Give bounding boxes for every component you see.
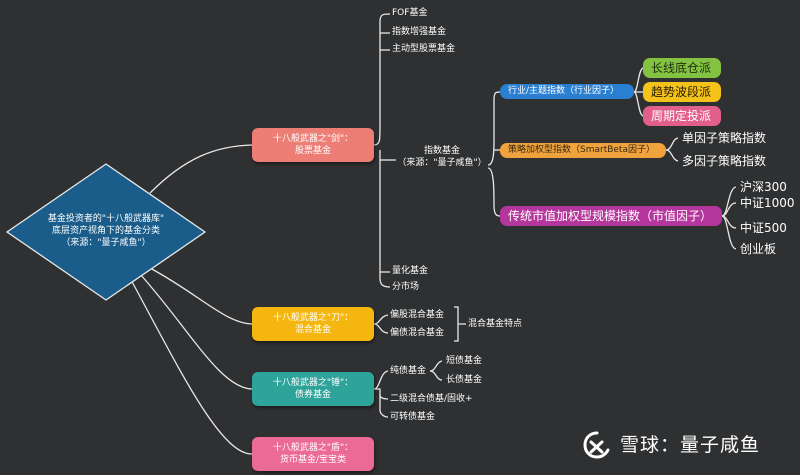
node-pure-bond-fund[interactable]: 纯债基金 (390, 366, 427, 376)
branch-label-line: 混合基金 (294, 325, 331, 335)
node-label-line: 指数基金 (423, 146, 460, 156)
node-bond-mixed-fund[interactable]: 偏债混合基金 (390, 328, 445, 338)
node-cap-weighted-index[interactable]: 传统市值加权型规模指数（市值因子） (500, 206, 722, 226)
node-label-line: （来源："量子咸鱼"） (397, 158, 487, 168)
root-label-line: 底层资产视角下的基金分类 (51, 226, 160, 236)
branch-label-line: 十八般武器之"剑"： (272, 134, 354, 144)
node-single-factor-index[interactable]: 单因子策略指数 (682, 131, 767, 145)
branch-shield-money-fund[interactable]: 十八般武器之"盾"： 货币基金/宝宝类 (252, 437, 374, 471)
node-active-stock-fund[interactable]: 主动型股票基金 (392, 44, 456, 54)
node-secondary-bond-fund[interactable]: 二级混合债基/固收+ (390, 394, 473, 404)
node-convertible-bond-fund[interactable]: 可转债基金 (390, 412, 436, 422)
node-chinext[interactable]: 创业板 (740, 242, 777, 256)
node-fof-fund[interactable]: FOF基金 (392, 8, 428, 18)
branch-label-line: 十八般武器之"刀"： (272, 313, 354, 323)
branch-hammer-bond-fund[interactable]: 十八般武器之"锤"： 债券基金 (252, 372, 374, 406)
link-sword-spine (373, 13, 391, 146)
link-root-knife (149, 267, 253, 325)
node-multi-factor-index[interactable]: 多因子策略指数 (682, 154, 767, 168)
root-label-line: 基金投资者的"十八般武器库" (47, 214, 165, 224)
link-knife-note (454, 306, 466, 342)
link-index-spine (487, 91, 501, 166)
branch-label-line: 十八般武器之"锤"： (272, 378, 354, 388)
node-equity-mixed-fund[interactable]: 偏股混合基金 (390, 310, 445, 320)
node-short-bond-fund[interactable]: 短债基金 (446, 356, 483, 366)
branch-knife-mixed-fund[interactable]: 十八般武器之"刀"： 混合基金 (252, 307, 374, 341)
watermark-text: 雪球：量子咸鱼 (620, 434, 761, 456)
link-root-sword (149, 144, 253, 194)
branch-label-line: 货币基金/宝宝类 (279, 455, 347, 465)
node-trend-swing[interactable]: 趋势波段派 (643, 82, 721, 102)
node-mixed-fund-features[interactable]: 混合基金特点 (468, 319, 523, 329)
node-index-fund[interactable]: 指数基金 （来源："量子咸鱼"） (396, 145, 488, 169)
node-csi500[interactable]: 中证500 (740, 221, 787, 235)
link-root-hammer (139, 273, 253, 390)
branch-label-line: 十八般武器之"盾"： (272, 443, 354, 453)
branch-label-line: 股票基金 (294, 146, 331, 156)
branch-label-line: 债券基金 (294, 390, 331, 400)
root-node[interactable]: 基金投资者的"十八般武器库" 底层资产视角下的基金分类 （来源："量子咸鱼"） (4, 161, 208, 303)
link-root-shield (129, 277, 253, 455)
link-sword-spine-lower (379, 150, 391, 288)
link-index-cap (487, 167, 501, 217)
node-long-term-base[interactable]: 长线底仓派 (643, 58, 721, 78)
root-label: 基金投资者的"十八般武器库" 底层资产视角下的基金分类 （来源："量子咸鱼"） (32, 213, 180, 249)
node-quant-fund[interactable]: 量化基金 (392, 266, 429, 276)
node-cycle-dca[interactable]: 周期定投派 (643, 106, 721, 126)
root-diamond-shape (5, 163, 207, 301)
node-csi300[interactable]: 沪深300 (740, 180, 787, 194)
watermark: 雪球：量子咸鱼 (582, 430, 782, 460)
node-industry-theme-index[interactable]: 行业/主题指数（行业因子） (500, 84, 634, 99)
branch-sword-stock-fund[interactable]: 十八般武器之"剑"： 股票基金 (252, 128, 374, 162)
node-csi1000[interactable]: 中证1000 (740, 196, 795, 210)
snowball-logo-icon (583, 431, 610, 459)
root-label-line: （来源："量子咸鱼"） (61, 238, 151, 248)
node-long-bond-fund[interactable]: 长债基金 (446, 375, 483, 385)
node-smart-beta-index[interactable]: 策略加权型指数（SmartBeta因子） (500, 143, 666, 158)
node-market-split[interactable]: 分市场 (392, 282, 420, 292)
node-index-enhanced-fund[interactable]: 指数增强基金 (392, 27, 447, 37)
